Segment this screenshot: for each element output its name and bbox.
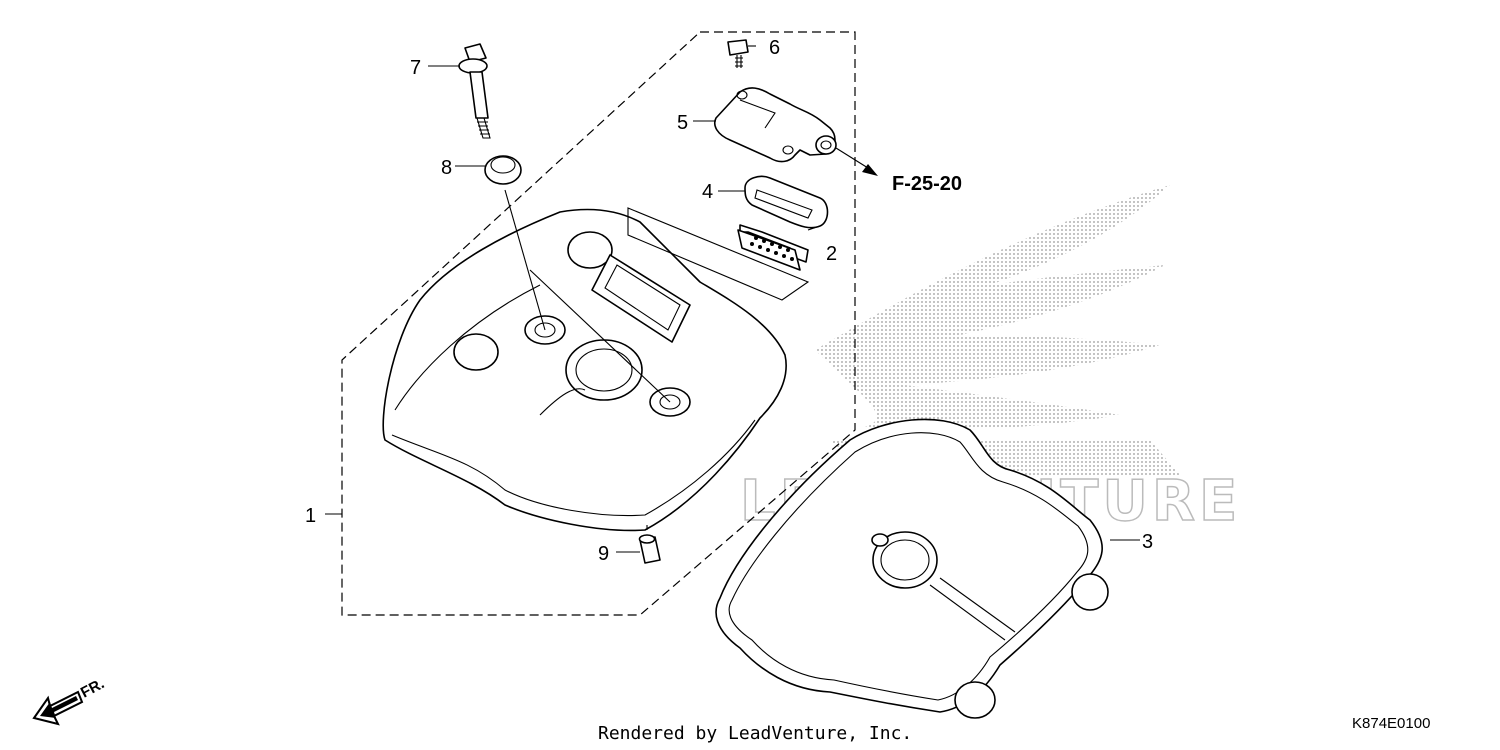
breather-separator bbox=[627, 207, 810, 301]
breather-cover bbox=[714, 87, 837, 163]
leader-lines bbox=[325, 45, 1140, 553]
front-label: FR. bbox=[78, 675, 107, 701]
diagram-code: K874E0100 bbox=[1352, 715, 1430, 732]
breather-seal bbox=[744, 175, 829, 229]
callout-4: 4 bbox=[702, 181, 713, 203]
callout-7: 7 bbox=[410, 57, 421, 79]
callout-8: 8 bbox=[441, 157, 452, 179]
section-reference: F-25-20 bbox=[892, 173, 962, 195]
callout-3: 3 bbox=[1142, 531, 1153, 553]
head-cover-gasket bbox=[715, 418, 1109, 719]
callout-6: 6 bbox=[769, 37, 780, 59]
callout-1: 1 bbox=[305, 505, 316, 527]
reference-arrowhead bbox=[862, 164, 878, 176]
callout-5: 5 bbox=[677, 112, 688, 134]
rendered-by-credit: Rendered by LeadVenture, Inc. bbox=[598, 723, 912, 744]
cylinder-head-cover bbox=[382, 208, 787, 532]
dowel-pin bbox=[638, 534, 661, 564]
special-bolt bbox=[458, 43, 491, 139]
assembly-boundary bbox=[341, 31, 856, 616]
callout-2: 2 bbox=[826, 243, 837, 265]
front-direction-arrow: FR. bbox=[32, 675, 107, 726]
bolt-seal-washer bbox=[484, 155, 522, 185]
callout-9: 9 bbox=[598, 543, 609, 565]
bolt-small bbox=[727, 39, 749, 68]
